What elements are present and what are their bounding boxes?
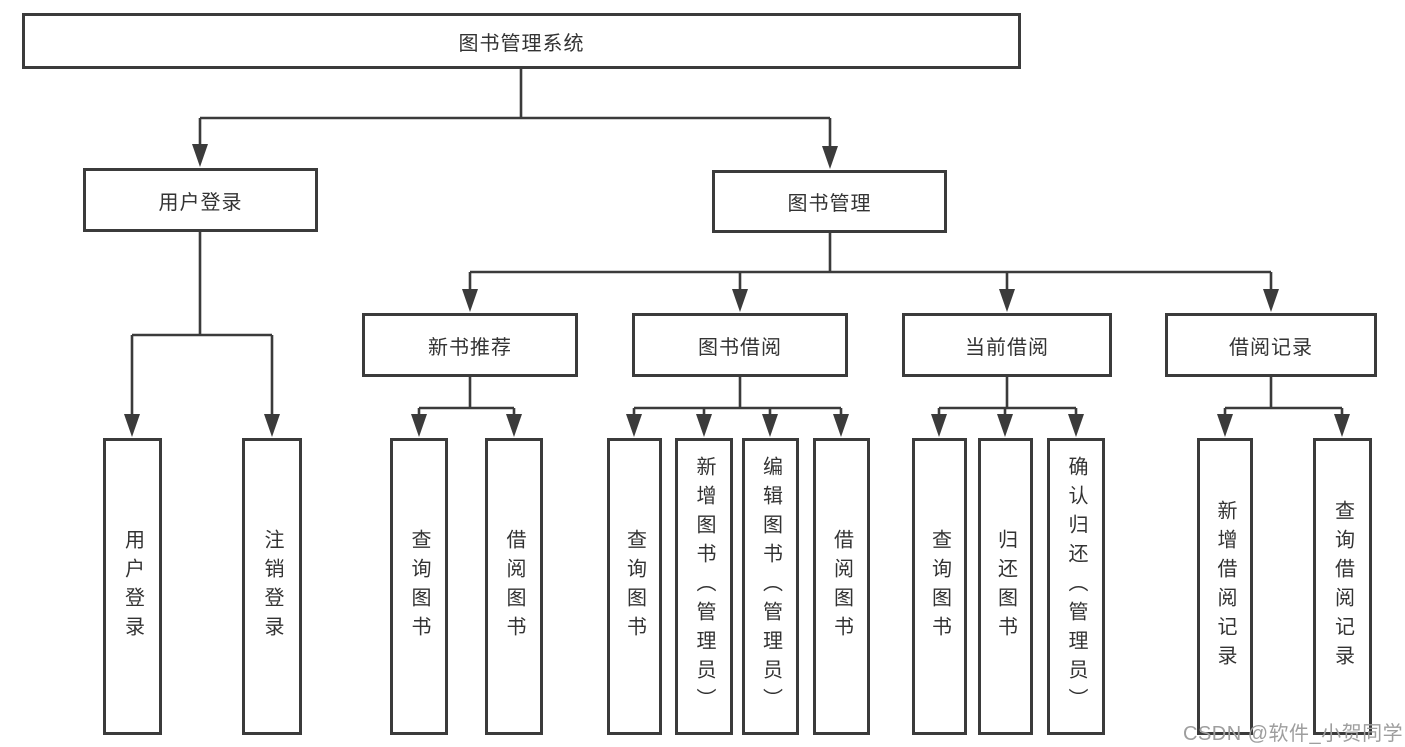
arrowhead [999,289,1015,312]
arrowhead [931,414,947,437]
node-leaf-add-books-admin: 新增图书（管理员） [675,438,733,735]
arrowheads [124,144,1350,437]
arrowhead [264,414,280,437]
node-leaf-edit-books-admin: 编辑图书（管理员） [742,438,799,735]
connector-borrowing-records-children [1223,377,1344,418]
connector-new-book-recommendation-children [417,377,516,418]
arrowhead [192,144,208,167]
arrowhead [696,414,712,437]
connector-current-borrowing-children [937,377,1078,418]
node-borrowing-records: 借阅记录 [1165,313,1377,377]
arrowhead [1263,289,1279,312]
node-leaf-add-borrow-record: 新增借阅记录 [1197,438,1253,735]
node-book-borrowing: 图书借阅 [632,313,848,377]
node-current-borrowing: 当前借阅 [902,313,1112,377]
node-new-book-recommendation: 新书推荐 [362,313,578,377]
arrowhead [411,414,427,437]
connector-user-login-children [130,232,274,418]
arrowhead [1217,414,1233,437]
node-leaf-logout: 注销登录 [242,438,302,735]
node-leaf-query-books-recommend: 查询图书 [390,438,448,735]
arrowhead [822,146,838,169]
node-leaf-borrow-books-borrowing: 借阅图书 [813,438,870,735]
arrowhead [1068,414,1084,437]
arrowhead [462,289,478,312]
arrowhead [124,414,140,437]
node-user-login: 用户登录 [83,168,318,232]
arrowhead [732,289,748,312]
arrowhead [762,414,778,437]
connector-root-to-level2 [198,69,832,150]
arrowhead [833,414,849,437]
node-book-management: 图书管理 [712,170,947,233]
node-leaf-user-login: 用户登录 [103,438,162,735]
node-library-management-system: 图书管理系统 [22,13,1021,69]
node-leaf-query-borrow-record: 查询借阅记录 [1313,438,1372,735]
node-leaf-return-books: 归还图书 [978,438,1033,735]
arrowhead [506,414,522,437]
connector-shafts [130,69,1344,418]
arrowhead [626,414,642,437]
connector-book-management-children [468,233,1273,293]
node-leaf-borrow-books-recommend: 借阅图书 [485,438,543,735]
connector-book-borrowing-children [632,377,843,418]
arrowhead [1334,414,1350,437]
node-leaf-confirm-return-admin: 确认归还（管理员） [1047,438,1105,735]
node-leaf-query-books-borrowing: 查询图书 [607,438,662,735]
node-leaf-query-books-current: 查询图书 [912,438,967,735]
arrowhead [997,414,1013,437]
watermark: CSDN @软件_小贺同学 [1183,723,1404,745]
